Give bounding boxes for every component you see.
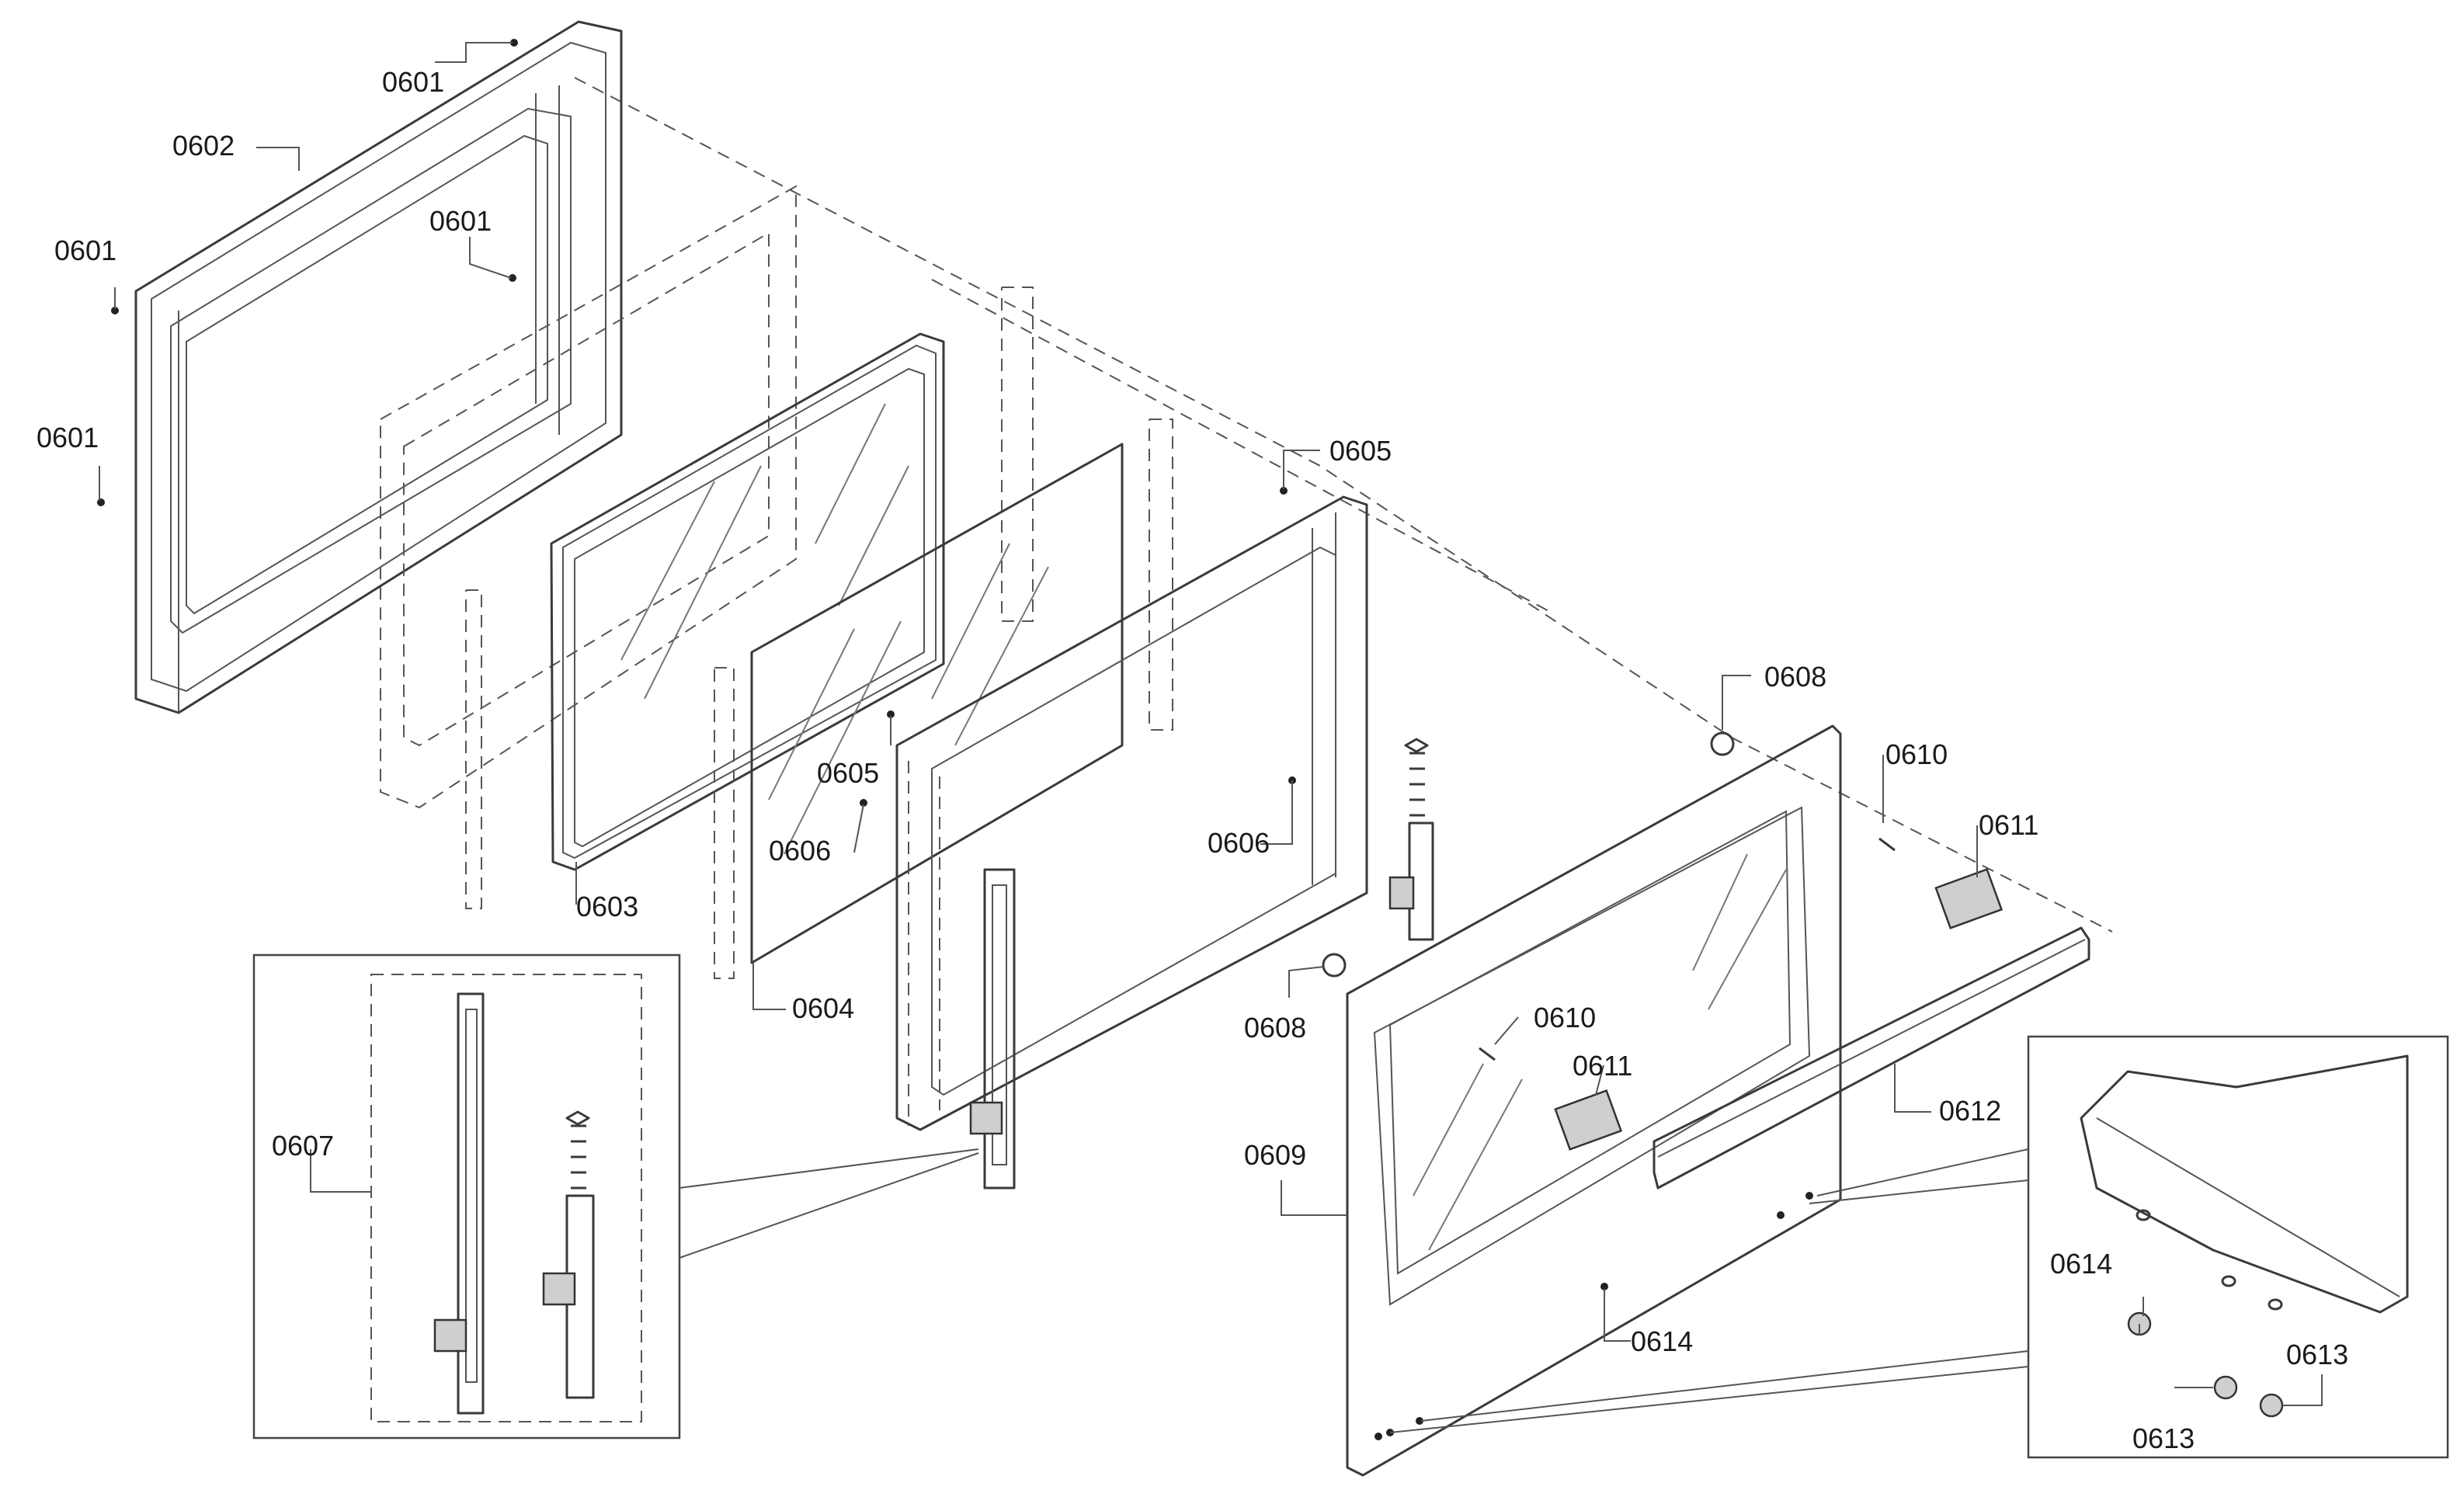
label-0602: 0602 <box>172 130 235 162</box>
label-0613-right: 0613 <box>2286 1339 2348 1370</box>
hinge-right-in-scene <box>1388 738 1434 941</box>
label-0605-left: 0605 <box>817 757 879 789</box>
label-0601-top: 0601 <box>382 66 444 98</box>
inner-glass-panel-0603 <box>550 332 945 871</box>
label-0609: 0609 <box>1244 1139 1306 1171</box>
label-0614-box: 0614 <box>2050 1248 2112 1280</box>
label-0606-left: 0606 <box>769 835 831 867</box>
label-0605-right: 0605 <box>1329 435 1392 467</box>
label-0601-left-upper: 0601 <box>54 234 116 266</box>
dashed-insulation-panel <box>380 185 797 909</box>
label-0608-top: 0608 <box>1764 661 1826 693</box>
handle-bar-0612 <box>1653 926 2090 1190</box>
label-0614-door: 0614 <box>1631 1325 1693 1357</box>
hinge-detail-box <box>252 953 979 1440</box>
outer-door-frame <box>134 20 623 714</box>
label-0611-bottom: 0611 <box>1573 1050 1632 1082</box>
handle-posts <box>1479 837 2004 1151</box>
label-0613-bottom: 0613 <box>2132 1422 2195 1454</box>
label-leaders <box>99 42 2323 1406</box>
label-0601-center: 0601 <box>429 205 492 237</box>
label-0601-left-lower: 0601 <box>36 422 99 453</box>
dashed-side-bracket <box>714 287 1034 979</box>
label-0611-top: 0611 <box>1979 809 2038 841</box>
hinge-left-in-scene <box>969 868 1016 1190</box>
glass-pane-0604 <box>750 443 1124 964</box>
label-0607: 0607 <box>272 1130 334 1162</box>
part-labels: 0601 0602 0601 0601 0601 0603 0604 0605 … <box>36 66 2348 1454</box>
door-liner-frame <box>895 419 1368 1131</box>
label-0612: 0612 <box>1939 1095 2001 1127</box>
label-0604: 0604 <box>792 992 854 1024</box>
fastener-dots <box>97 39 1813 1440</box>
bracket-detail-box <box>1389 1035 2449 1459</box>
label-0610-bottom: 0610 <box>1534 1002 1596 1033</box>
label-0610-top: 0610 <box>1885 738 1948 770</box>
spacers-0608 <box>1322 731 1735 978</box>
label-0606-right: 0606 <box>1208 827 1270 859</box>
label-0608-bottom: 0608 <box>1244 1012 1306 1044</box>
label-0603: 0603 <box>576 891 638 922</box>
assembly-axis-lines <box>574 77 2113 933</box>
